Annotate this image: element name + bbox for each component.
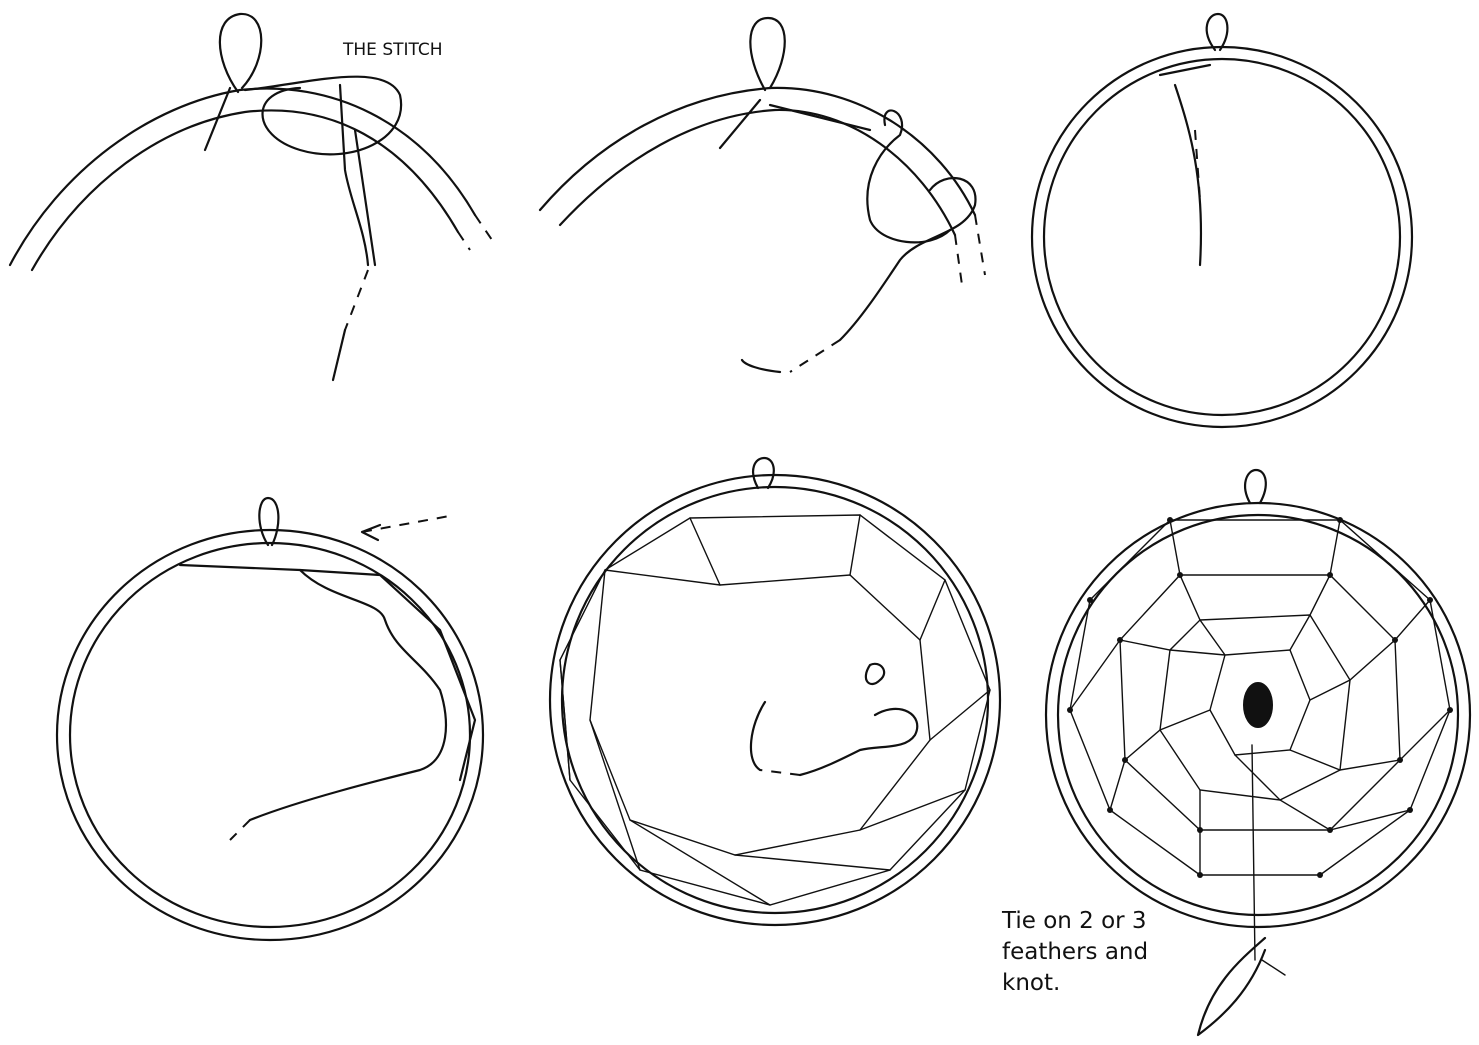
step-1-stitch-diagram: THE STITCH — [10, 14, 492, 380]
feather-instruction-caption: Tie on 2 or 3 feathers and knot. — [1002, 906, 1202, 999]
stitch-title: THE STITCH — [342, 40, 443, 60]
step-5-web-in-progress — [550, 458, 1000, 925]
step-2-stitch-diagram — [540, 18, 985, 372]
step-3-first-round — [1032, 14, 1412, 427]
step-4-second-round — [57, 498, 483, 940]
